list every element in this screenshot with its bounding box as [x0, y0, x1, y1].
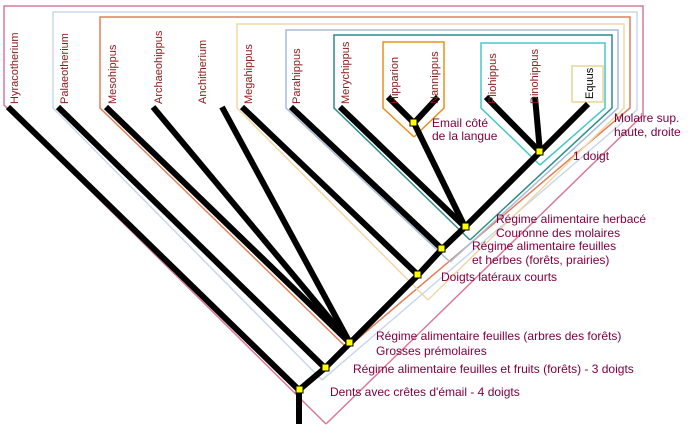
branch-palaeotherium — [55, 104, 328, 371]
taxon-label-nannippus: Nannippus — [429, 51, 441, 104]
trait-label-molar-crown: Couronne des molaires — [496, 226, 620, 240]
trait-label-enamel-1: Email côté — [432, 116, 488, 130]
taxon-label-equus: Equus — [584, 67, 596, 99]
trait-label-grazing: Régime alimentaire herbacé — [496, 212, 646, 226]
branch-main-5 — [439, 224, 468, 252]
node-marker — [535, 147, 544, 156]
taxon-label-hipparion: Hipparion — [389, 57, 401, 104]
trait-label-forest-leaves: Régime alimentaire feuilles (arbres des … — [376, 329, 621, 343]
clade-outline-megahippus — [236, 23, 625, 301]
branch-main-6 — [462, 149, 543, 230]
taxon-label-pliohippus: Pliohippus — [487, 53, 499, 104]
branch-hipparion-clade — [411, 121, 468, 229]
trait-label-three-toes: Régime alimentaire feuilles et fruits (f… — [353, 362, 634, 376]
trait-label-one-toe: 1 doigt — [573, 149, 610, 163]
branch-equus — [537, 101, 591, 155]
trait-label-root: Dents avec crêtes d'émail - 4 doigts — [330, 385, 520, 399]
node-marker — [345, 338, 354, 347]
branch-merychippus — [337, 104, 468, 230]
node-marker — [437, 244, 446, 253]
trait-label-premolars: Grosses prémolaires — [376, 344, 487, 358]
clade-outline-palaeotherium — [52, 11, 638, 381]
clade-outline-merychippus — [333, 34, 613, 241]
branch-main-4 — [415, 246, 445, 278]
node-marker — [461, 222, 470, 231]
node-marker — [413, 270, 422, 279]
node-marker — [409, 118, 418, 127]
taxon-label-palaeotherium: Palaeotherium — [59, 33, 71, 104]
taxon-label-megahippus: Megahippus — [243, 44, 255, 104]
clade-outline-pliohippus — [480, 42, 606, 166]
taxon-label-hyracotherium: Hyracotherium — [9, 32, 21, 104]
branch-mesohippus — [103, 104, 353, 346]
branch-dinohippus — [532, 96, 543, 153]
clade-outline-hipparion — [382, 41, 445, 138]
taxon-label-mesohippus: Mesohippus — [107, 44, 119, 104]
branch-nannippus — [411, 94, 441, 126]
trait-label-leaves-grass-1: Régime alimentaire feuilles — [472, 239, 616, 253]
branch-parahippus — [288, 104, 445, 252]
taxon-label-dinohippus: Dinohippus — [529, 48, 541, 104]
node-marker — [321, 363, 330, 372]
branch-pliohippus — [483, 94, 543, 155]
branch-main-3 — [347, 272, 421, 346]
branch-megahippus — [239, 104, 421, 278]
trait-label-enamel-2: de la langue — [432, 129, 498, 143]
trait-label-short-side-toes: Doigts latéraux courts — [441, 270, 557, 284]
clade-outline-equus — [571, 65, 604, 103]
taxon-label-parahippus: Parahippus — [291, 48, 303, 104]
clade-outline-parahippus — [285, 29, 619, 263]
taxon-label-merychippus: Merychippus — [340, 41, 352, 104]
branch-archaeohippus — [150, 105, 353, 345]
branch-hyracotherium — [5, 104, 302, 393]
taxon-label-anchitherium: Anchitherium — [197, 40, 209, 104]
trait-label-leaves-grass-2: et herbes (forêts, prairies) — [472, 253, 609, 267]
trait-label-upper-molar-1: Molaire sup. — [614, 111, 679, 125]
trait-label-upper-molar-2: haute, droite — [614, 125, 681, 139]
taxon-label-archaeohippus: Archaeohippus — [153, 30, 165, 104]
node-marker — [295, 385, 304, 394]
branch-anchitherium — [219, 105, 353, 345]
